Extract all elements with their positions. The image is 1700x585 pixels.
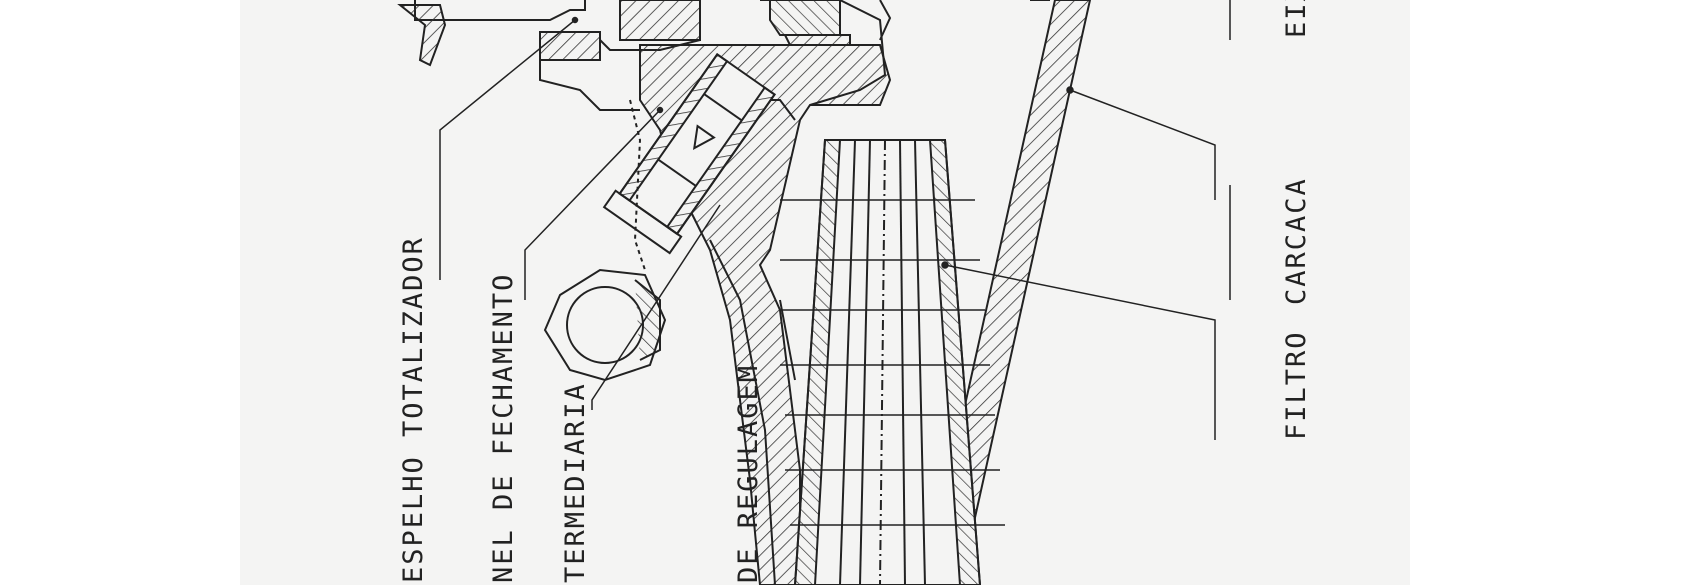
drawing-sheet: ESPELHO TOTALIZADOR NEL DE FECHAMENTO TE…: [240, 0, 1410, 585]
hex-nut: [543, 99, 667, 382]
label-filtro: FILTRO: [1281, 330, 1312, 440]
label-intermediaria: TERMEDIARIA: [560, 382, 591, 583]
label-regulagem: DE REGULAGEM: [733, 363, 764, 583]
support-curve: [709, 239, 796, 585]
filter-core: [780, 139, 1005, 585]
top-housing: [397, 0, 892, 111]
technical-cross-section-drawing: [397, 0, 1231, 585]
label-espelho-totalizador: ESPELHO TOTALIZADOR: [398, 236, 429, 583]
label-fechamento: NEL DE FECHAMENTO: [488, 272, 519, 583]
angled-cylinder: [602, 52, 776, 255]
label-eixo: EIX: [1281, 0, 1312, 38]
leader-lines: [439, 0, 1231, 440]
label-carcaca: CARCACA: [1281, 177, 1312, 305]
